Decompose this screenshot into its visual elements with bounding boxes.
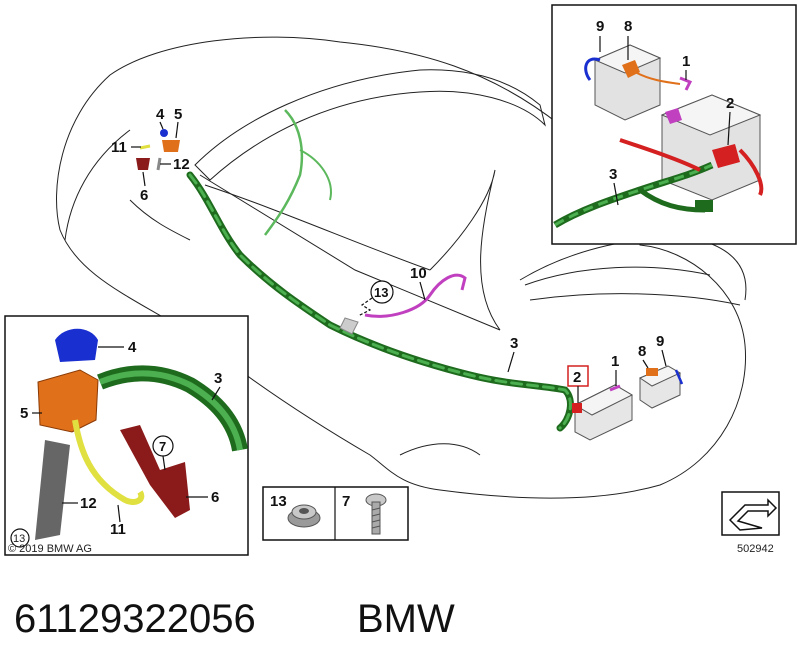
label-12: 12 — [173, 156, 190, 173]
label-8: 8 — [638, 343, 646, 360]
label-4: 4 — [156, 106, 165, 123]
label-10: 10 — [410, 265, 427, 282]
label-1: 1 — [611, 353, 619, 370]
main-view-callouts: 4 5 11 12 6 10 13 3 2 1 8 9 — [111, 106, 667, 403]
inset-bottom-left: 4 3 5 7 6 12 11 13 © 2019 BMW AG — [4, 315, 249, 556]
diagram-id: 502942 — [721, 491, 780, 555]
inset-top-right: 9 8 1 2 3 — [551, 4, 797, 245]
footer: 61129322056 BMW — [14, 597, 455, 641]
label-13-circle: 13 — [374, 285, 388, 300]
screw-icon — [365, 493, 387, 535]
label-11: 11 — [111, 139, 127, 156]
nut-icon — [287, 504, 321, 528]
label-2: 2 — [573, 369, 581, 386]
inset-top-label-9: 9 — [596, 18, 604, 35]
copyright-text: © 2019 BMW AG — [8, 543, 92, 555]
inset-left-label-4: 4 — [128, 339, 137, 356]
diagram-number: 502942 — [737, 543, 774, 555]
inset-top-label-3: 3 — [609, 166, 617, 183]
main-harness — [186, 109, 574, 432]
inset-top-label-2: 2 — [726, 95, 734, 112]
hardware-label-7: 7 — [342, 493, 350, 510]
inset-left-label-3: 3 — [214, 370, 222, 387]
inset-top-label-8: 8 — [624, 18, 632, 35]
label-9: 9 — [656, 333, 664, 350]
battery-aux — [638, 365, 684, 409]
arrow-icon — [728, 498, 778, 531]
inset-left-label-6: 6 — [211, 489, 219, 506]
label-5: 5 — [174, 106, 182, 123]
hardware-label-13: 13 — [270, 493, 287, 510]
hardware-box: 13 7 — [262, 486, 409, 541]
label-6: 6 — [140, 187, 148, 204]
small-parts-front — [136, 129, 180, 171]
label-3: 3 — [510, 335, 518, 352]
inset-left-label-5: 5 — [20, 405, 28, 422]
brand-name: BMW — [357, 597, 455, 641]
inset-top-label-1: 1 — [682, 53, 690, 70]
inset-left-label-7: 7 — [159, 439, 166, 454]
inset-left-label-12: 12 — [80, 495, 97, 512]
part-number: 61129322056 — [14, 597, 256, 641]
battery-main — [572, 384, 634, 441]
inset-left-label-13: 13 — [13, 533, 25, 545]
inset-left-label-11: 11 — [110, 521, 126, 538]
cable-10 — [339, 273, 467, 335]
